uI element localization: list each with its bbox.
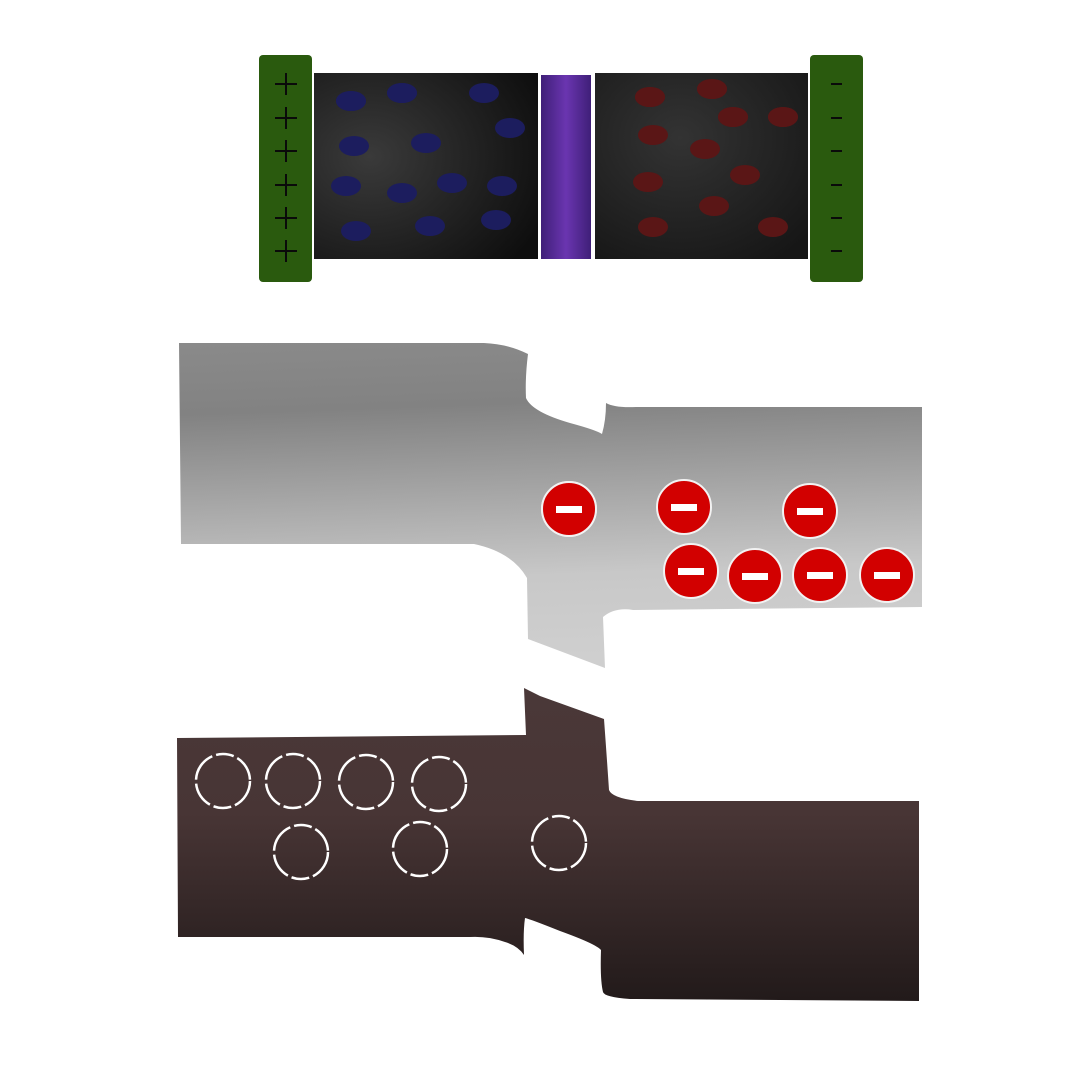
red-particles	[633, 79, 798, 237]
electron	[727, 548, 783, 604]
holes	[194, 752, 588, 881]
positive-signs	[275, 73, 297, 262]
electron-minus-icon	[874, 572, 900, 579]
red-particle	[730, 165, 760, 185]
electron	[656, 479, 712, 535]
red-particle	[697, 79, 727, 99]
electron	[792, 547, 848, 603]
electron-minus-icon	[556, 506, 582, 513]
blue-particle	[339, 136, 369, 156]
electron-minus-icon	[678, 568, 704, 575]
negative-signs	[831, 83, 842, 252]
negative-electrode	[810, 55, 863, 282]
electron	[782, 483, 838, 539]
blue-particle	[469, 83, 499, 103]
electron-minus-icon	[742, 573, 768, 580]
electron	[541, 481, 597, 537]
hole	[530, 814, 588, 872]
red-particle	[638, 125, 668, 145]
positive-electrode	[259, 55, 312, 282]
blue-particle	[437, 173, 467, 193]
blue-particle	[481, 210, 511, 230]
hole	[194, 752, 252, 810]
separator	[541, 75, 591, 259]
hole	[337, 753, 395, 811]
blue-particle	[415, 216, 445, 236]
plus-sign	[275, 240, 297, 262]
red-particle	[768, 107, 798, 127]
blue-particle	[495, 118, 525, 138]
electron-minus-icon	[797, 508, 823, 515]
red-particle	[633, 172, 663, 192]
blue-particle	[487, 176, 517, 196]
hole	[391, 820, 449, 878]
blue-particle	[341, 221, 371, 241]
red-particle	[699, 196, 729, 216]
blue-particle	[387, 83, 417, 103]
electron	[859, 547, 915, 603]
plus-sign	[275, 140, 297, 162]
blue-particles	[331, 83, 525, 241]
blue-particle	[336, 91, 366, 111]
plus-sign	[275, 73, 297, 95]
red-particle	[638, 217, 668, 237]
blue-particle	[387, 183, 417, 203]
red-particle	[758, 217, 788, 237]
plus-sign	[275, 174, 297, 196]
red-particle	[718, 107, 748, 127]
plus-sign	[275, 107, 297, 129]
valence-band-shape	[177, 688, 919, 1001]
valence-band	[177, 688, 919, 1001]
battery-cell	[259, 55, 863, 282]
hole	[264, 752, 322, 810]
electron-minus-icon	[671, 504, 697, 511]
hole	[272, 823, 330, 881]
electron-minus-icon	[807, 572, 833, 579]
red-particle	[690, 139, 720, 159]
blue-particle	[331, 176, 361, 196]
blue-particle	[411, 133, 441, 153]
plus-sign	[275, 207, 297, 229]
conduction-band	[179, 343, 922, 668]
red-particle	[635, 87, 665, 107]
electron	[663, 543, 719, 599]
hole	[410, 755, 468, 813]
electrons	[541, 479, 915, 604]
